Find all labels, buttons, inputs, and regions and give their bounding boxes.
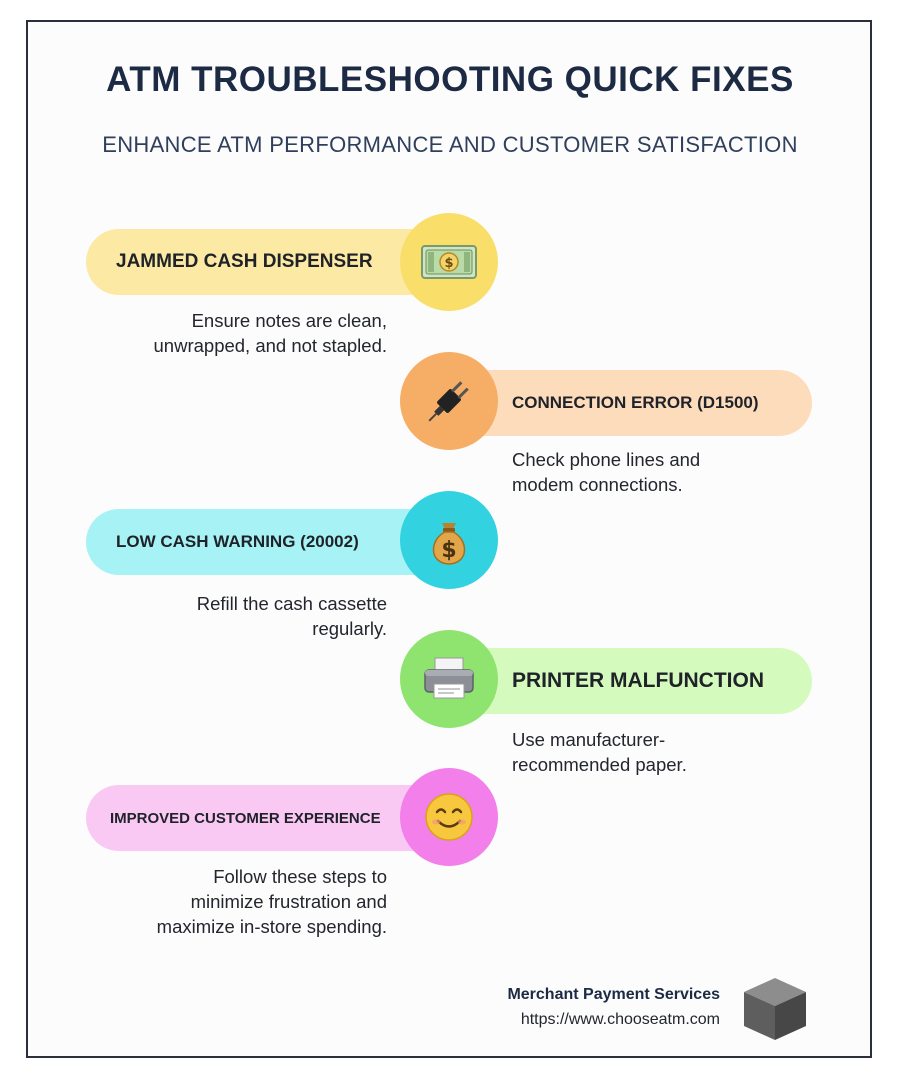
item-label: PRINTER MALFUNCTION	[512, 669, 764, 692]
item-label: CONNECTION ERROR (D1500)	[512, 393, 759, 412]
description-line: Check phone lines and	[512, 449, 701, 470]
page-title: ATM TROUBLESHOOTING QUICK FIXES	[106, 60, 794, 99]
printer-icon	[400, 630, 498, 728]
item-label: IMPROVED CUSTOMER EXPERIENCE	[110, 809, 381, 827]
description-line: recommended paper.	[512, 754, 687, 775]
svg-text:$: $	[444, 256, 453, 271]
footer-url-link[interactable]: https://www.chooseatm.com	[520, 1011, 720, 1028]
description-line: maximize in-store spending.	[156, 916, 387, 937]
svg-text:$: $	[441, 538, 456, 563]
footer-company: Merchant Payment Services	[507, 986, 720, 1003]
page-subtitle: ENHANCE ATM PERFORMANCE AND CUSTOMER SAT…	[102, 132, 798, 157]
money-bill-icon: $	[400, 213, 498, 311]
item-description-jammed-cash-dispenser: Ensure notes are clean, unwrapped, and n…	[87, 308, 387, 358]
description-line: Follow these steps to	[213, 866, 387, 887]
item-label: LOW CASH WARNING (20002)	[116, 532, 359, 551]
plug-icon	[400, 352, 498, 450]
description-line: Ensure notes are clean,	[191, 310, 387, 331]
description-line: regularly.	[312, 618, 387, 639]
item-pill-jammed-cash-dispenser: JAMMED CASH DISPENSER	[86, 229, 466, 295]
item-description-improved-customer-experience: Follow these steps to minimize frustrati…	[87, 864, 387, 939]
description-line: minimize frustration and	[190, 891, 387, 912]
item-description-low-cash-warning: Refill the cash cassette regularly.	[87, 591, 387, 641]
item-pill-improved-customer-experience: IMPROVED CUSTOMER EXPERIENCE	[86, 785, 466, 851]
item-description-printer-malfunction: Use manufacturer- recommended paper.	[512, 727, 812, 777]
description-line: Use manufacturer-	[512, 729, 666, 750]
cube-icon	[744, 978, 806, 1040]
description-line: modem connections.	[512, 474, 683, 495]
description-line: unwrapped, and not stapled.	[153, 335, 387, 356]
money-bag-icon: $	[400, 491, 498, 589]
item-description-connection-error: Check phone lines and modem connections.	[512, 447, 812, 497]
description-line: Refill the cash cassette	[196, 593, 387, 614]
item-label: JAMMED CASH DISPENSER	[116, 251, 373, 272]
smiling-face-icon	[400, 768, 498, 866]
